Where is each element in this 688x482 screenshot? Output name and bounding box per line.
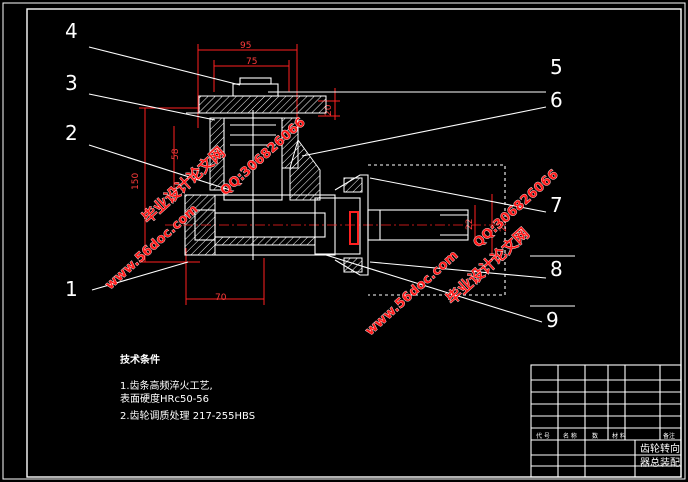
- tb-head-note: 备注: [663, 432, 675, 440]
- balloon-9: 9: [546, 308, 559, 332]
- balloon-3: 3: [65, 71, 78, 95]
- leader-lines: [88, 46, 547, 323]
- balloon-numbers: 4 3 2 1 5 6 7 8 9: [65, 19, 575, 332]
- balloon-5: 5: [550, 55, 563, 79]
- inner-frame: [26, 8, 682, 478]
- tech-notes-line1: 1.齿条高频淬火工艺,: [120, 381, 213, 392]
- tech-notes-line3: 2.齿轮调质处理 217-255HBS: [120, 411, 256, 422]
- balloon-4: 4: [65, 19, 78, 43]
- tb-head-material: 材 料: [612, 432, 626, 440]
- tb-name-line2: 器总装配: [640, 456, 680, 469]
- balloon-2: 2: [65, 121, 78, 145]
- tb-name-line1: 齿轮转向: [640, 442, 680, 455]
- balloon-6: 6: [550, 88, 563, 112]
- dim-75: 75: [246, 57, 257, 67]
- dim-70: 70: [215, 293, 227, 303]
- dim-28: 28: [499, 220, 509, 232]
- tb-head-code: 代 号: [536, 432, 550, 440]
- tech-notes-line2: 表面硬度HRc50-56: [120, 394, 210, 405]
- dimension-lines: [139, 44, 493, 305]
- dim-95: 95: [240, 41, 251, 51]
- title-block: 代 号 名 称 数 材 料 备注 齿轮转向 器总装配: [530, 364, 682, 478]
- steering-gear-assembly: [165, 77, 506, 296]
- tech-notes-title: 技术条件: [120, 355, 160, 366]
- balloon-8: 8: [550, 257, 563, 281]
- dim-22: 22: [465, 219, 475, 230]
- dim-20: 20: [324, 104, 334, 116]
- balloon-7: 7: [550, 193, 563, 217]
- dim-150: 150: [131, 173, 141, 190]
- dim-58: 58: [171, 148, 181, 160]
- dimension-texts: 95 75 58 150 70 20 22 28: [131, 41, 509, 303]
- balloon-1: 1: [65, 277, 78, 301]
- tb-head-qty: 数: [592, 432, 598, 440]
- tb-head-name: 名 称: [563, 432, 577, 440]
